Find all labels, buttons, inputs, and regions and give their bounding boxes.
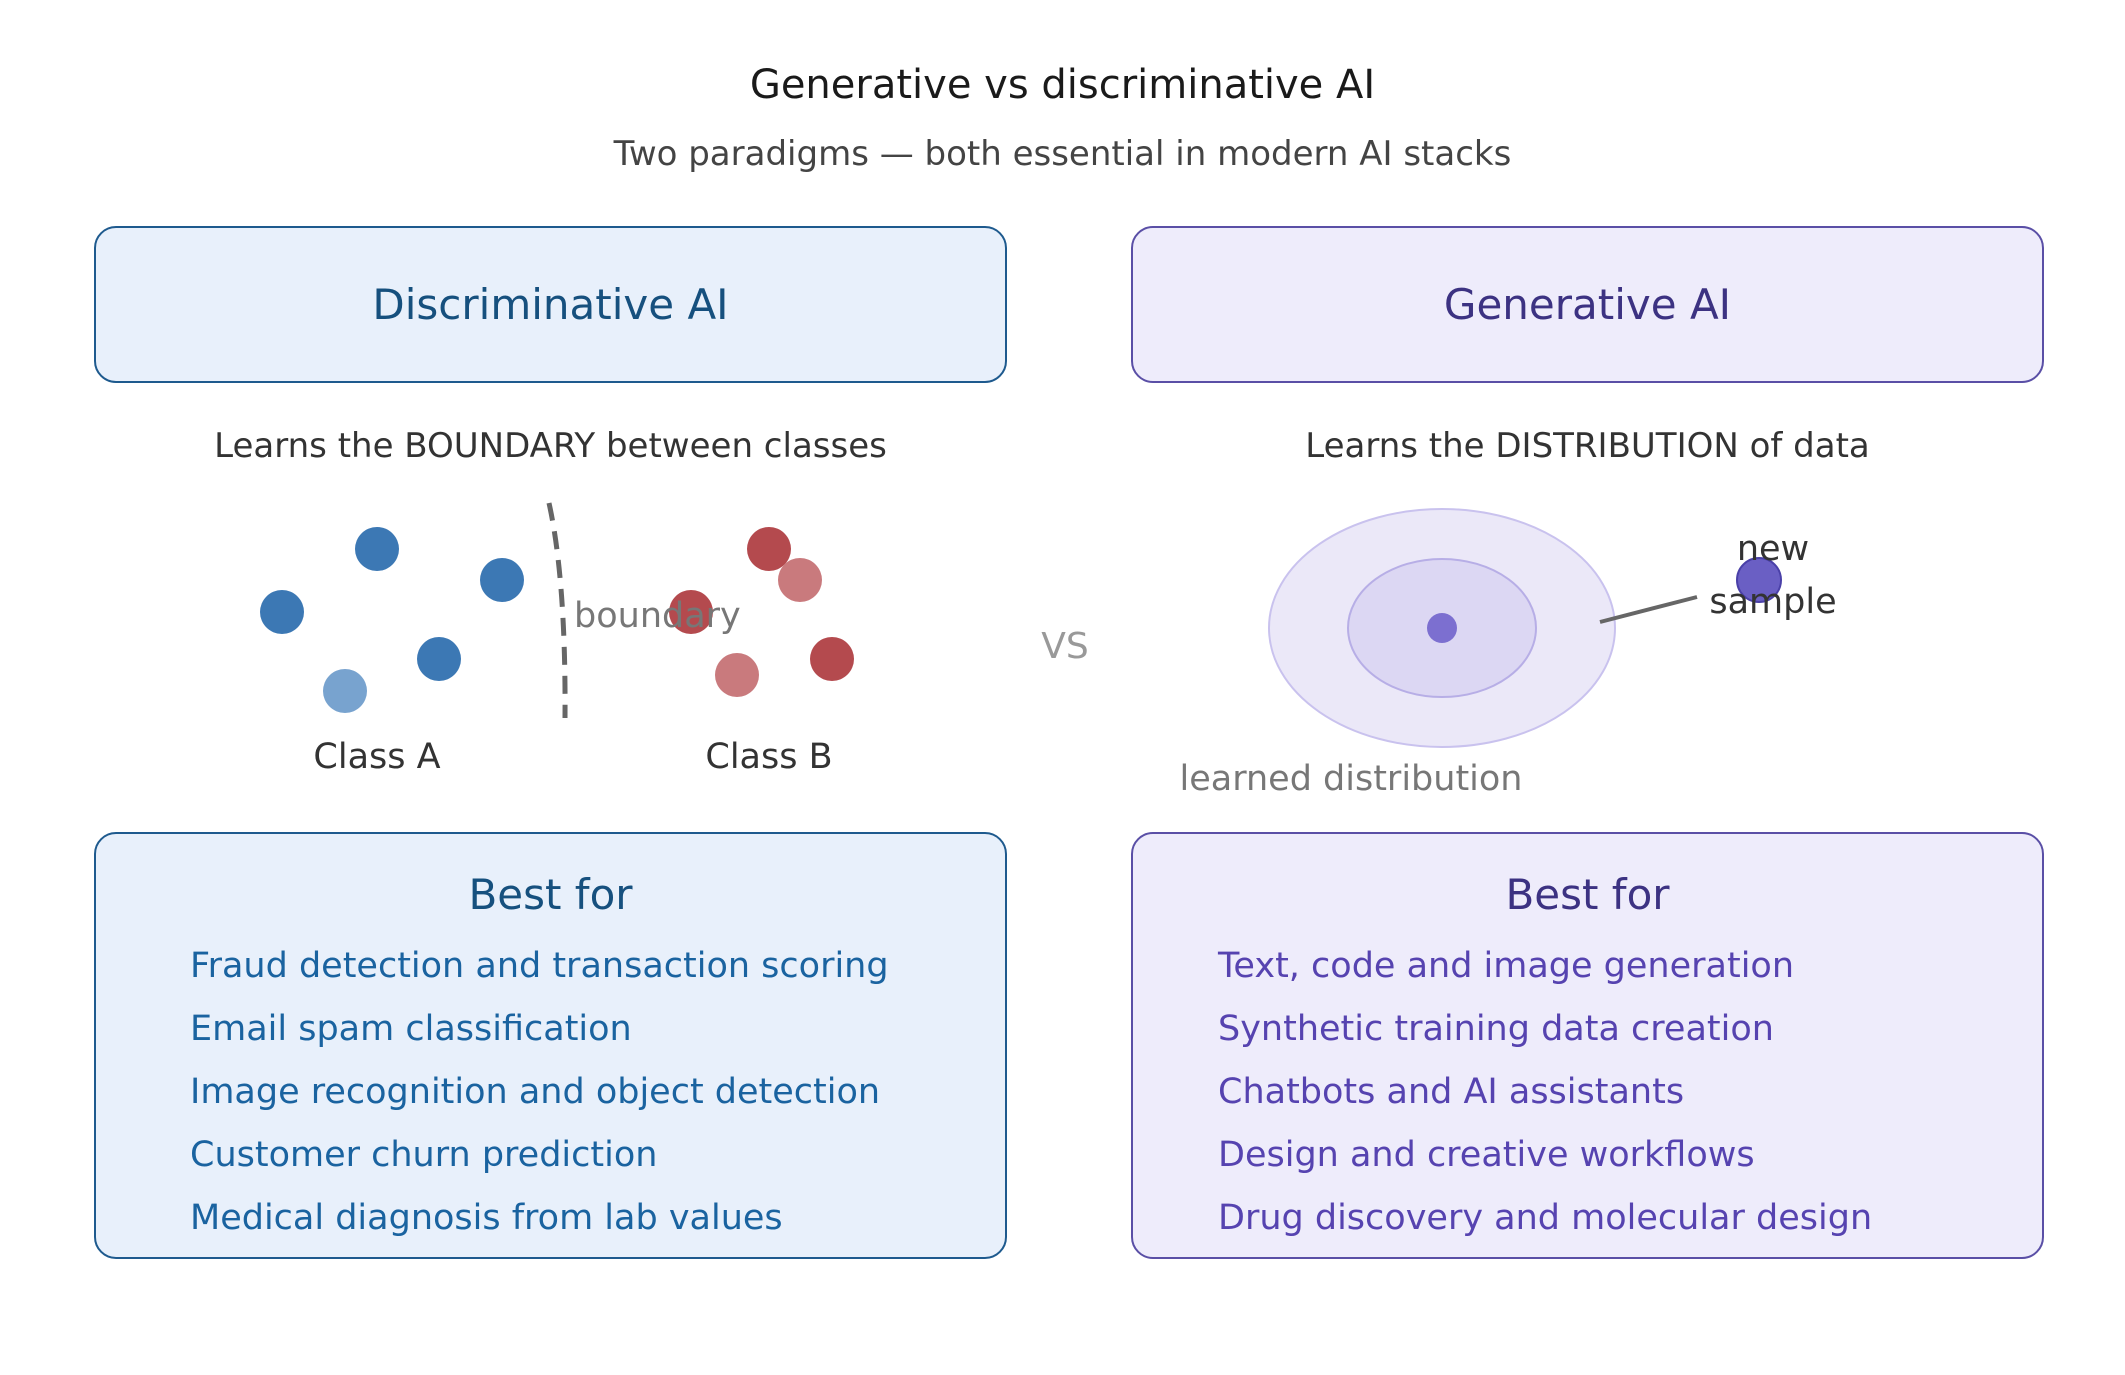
boundary-label: boundary xyxy=(574,596,741,636)
list-item: Medical diagnosis from lab values xyxy=(190,1198,783,1238)
discriminative-best-for-title: Best for xyxy=(468,870,633,919)
class-a-point xyxy=(355,527,399,571)
distribution-center-point xyxy=(1427,613,1457,643)
list-item: Customer churn prediction xyxy=(190,1135,658,1175)
class-a-point xyxy=(417,637,461,681)
discriminative-heading-panel: Discriminative AI xyxy=(94,226,1007,383)
class-b-point xyxy=(669,590,713,634)
list-item: Synthetic training data creation xyxy=(1218,1009,1774,1049)
new-sample-label-line1: new xyxy=(1737,529,1809,569)
class-b-point xyxy=(747,527,791,571)
discriminative-best-for-panel: Best for Fraud detection and transaction… xyxy=(94,832,1007,1259)
class-a-point xyxy=(323,669,367,713)
class-b-label: Class B xyxy=(705,737,832,777)
list-item: Email spam classification xyxy=(190,1009,632,1049)
generative-best-for-title: Best for xyxy=(1505,870,1670,919)
diagram-subtitle: Two paradigms — both essential in modern… xyxy=(613,134,1512,174)
class-b-point xyxy=(715,653,759,697)
discriminative-description: Learns the BOUNDARY between classes xyxy=(214,426,887,466)
generative-best-for-list: Text, code and image generation Syntheti… xyxy=(1218,946,1872,1261)
generative-description: Learns the DISTRIBUTION of data xyxy=(1305,426,1870,466)
generative-best-for-panel: Best for Text, code and image generation… xyxy=(1131,832,2044,1259)
new-sample-label-line2: sample xyxy=(1709,582,1836,622)
class-b-point xyxy=(778,558,822,602)
diagram-title: Generative vs discriminative AI xyxy=(749,62,1376,108)
list-item: Design and creative workflows xyxy=(1218,1135,1755,1175)
generative-heading-panel: Generative AI xyxy=(1131,226,2044,383)
class-b-point xyxy=(810,637,854,681)
vs-label: VS xyxy=(1041,626,1089,667)
discriminative-illustration: boundary Class A Class B xyxy=(260,502,854,777)
new-sample-point xyxy=(1736,557,1782,603)
generative-illustration: new sample learned distribution xyxy=(1180,508,1837,799)
class-a-point xyxy=(260,590,304,634)
generative-heading: Generative AI xyxy=(1443,280,1732,329)
sample-connector-line xyxy=(1599,595,1698,624)
discriminative-heading: Discriminative AI xyxy=(372,280,729,329)
list-item: Drug discovery and molecular design xyxy=(1218,1198,1873,1238)
discriminative-best-for-list: Fraud detection and transaction scoring … xyxy=(190,946,889,1261)
decision-boundary-line xyxy=(546,502,568,719)
list-item: Image recognition and object detection xyxy=(190,1072,881,1112)
list-item: Chatbots and AI assistants xyxy=(1218,1072,1685,1112)
list-item: Fraud detection and transaction scoring xyxy=(190,946,889,986)
learned-distribution-label: learned distribution xyxy=(1180,759,1523,799)
list-item: Text, code and image generation xyxy=(1218,946,1795,986)
class-a-label: Class A xyxy=(313,737,440,777)
class-a-point xyxy=(480,558,524,602)
